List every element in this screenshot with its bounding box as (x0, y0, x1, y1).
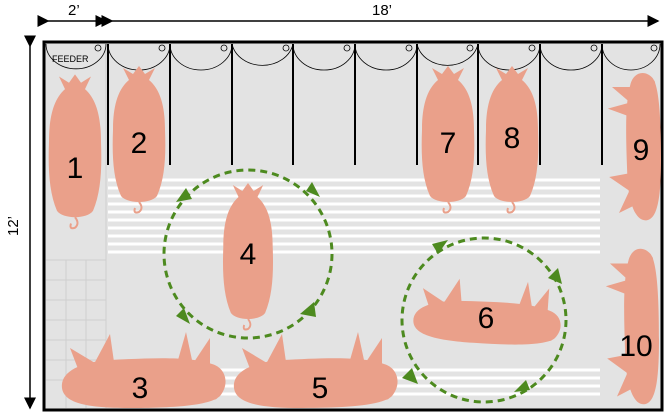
pig-6: 6 (411, 273, 565, 350)
pig-3: 3 (60, 331, 227, 409)
pig-1: 1 (47, 73, 103, 230)
pig-2: 2 (111, 65, 167, 214)
feeder-label: FEEDER (52, 54, 89, 64)
pig-label: 1 (67, 152, 84, 185)
feeder-width-label: 2’ (68, 2, 80, 19)
pig-10: 10 (604, 247, 660, 406)
pig-label: 2 (131, 127, 148, 160)
pen-depth-label: 12’ (5, 216, 22, 236)
feeder-bowl-icon (45, 43, 661, 71)
stall-dividers (107, 44, 603, 165)
pig-9: 9 (606, 72, 662, 222)
circular-arrow-icon (162, 168, 568, 404)
pig-label: 9 (633, 134, 650, 167)
pig-label: 6 (478, 302, 495, 335)
pig-4: 4 (221, 182, 275, 331)
dimension-pen-depth: 12’ (5, 35, 36, 410)
feeder-area-grid (46, 44, 107, 408)
pen-width-label: 18’ (372, 2, 392, 19)
pig-label: 4 (240, 238, 257, 271)
arrowheads (176, 182, 562, 392)
pig-label: 5 (312, 372, 329, 405)
pig-7: 7 (420, 65, 476, 214)
dimension-pen-width: 18’ (101, 2, 660, 27)
pig-8: 8 (484, 65, 540, 214)
pig-label: 7 (440, 127, 457, 160)
dimension-feeder-width: 2’ (37, 2, 108, 27)
pig-label: 8 (504, 122, 521, 155)
pig-5: 5 (232, 331, 399, 409)
pig-label: 3 (132, 372, 149, 405)
pig-label: 10 (619, 330, 652, 363)
pen-wall (42, 40, 664, 412)
